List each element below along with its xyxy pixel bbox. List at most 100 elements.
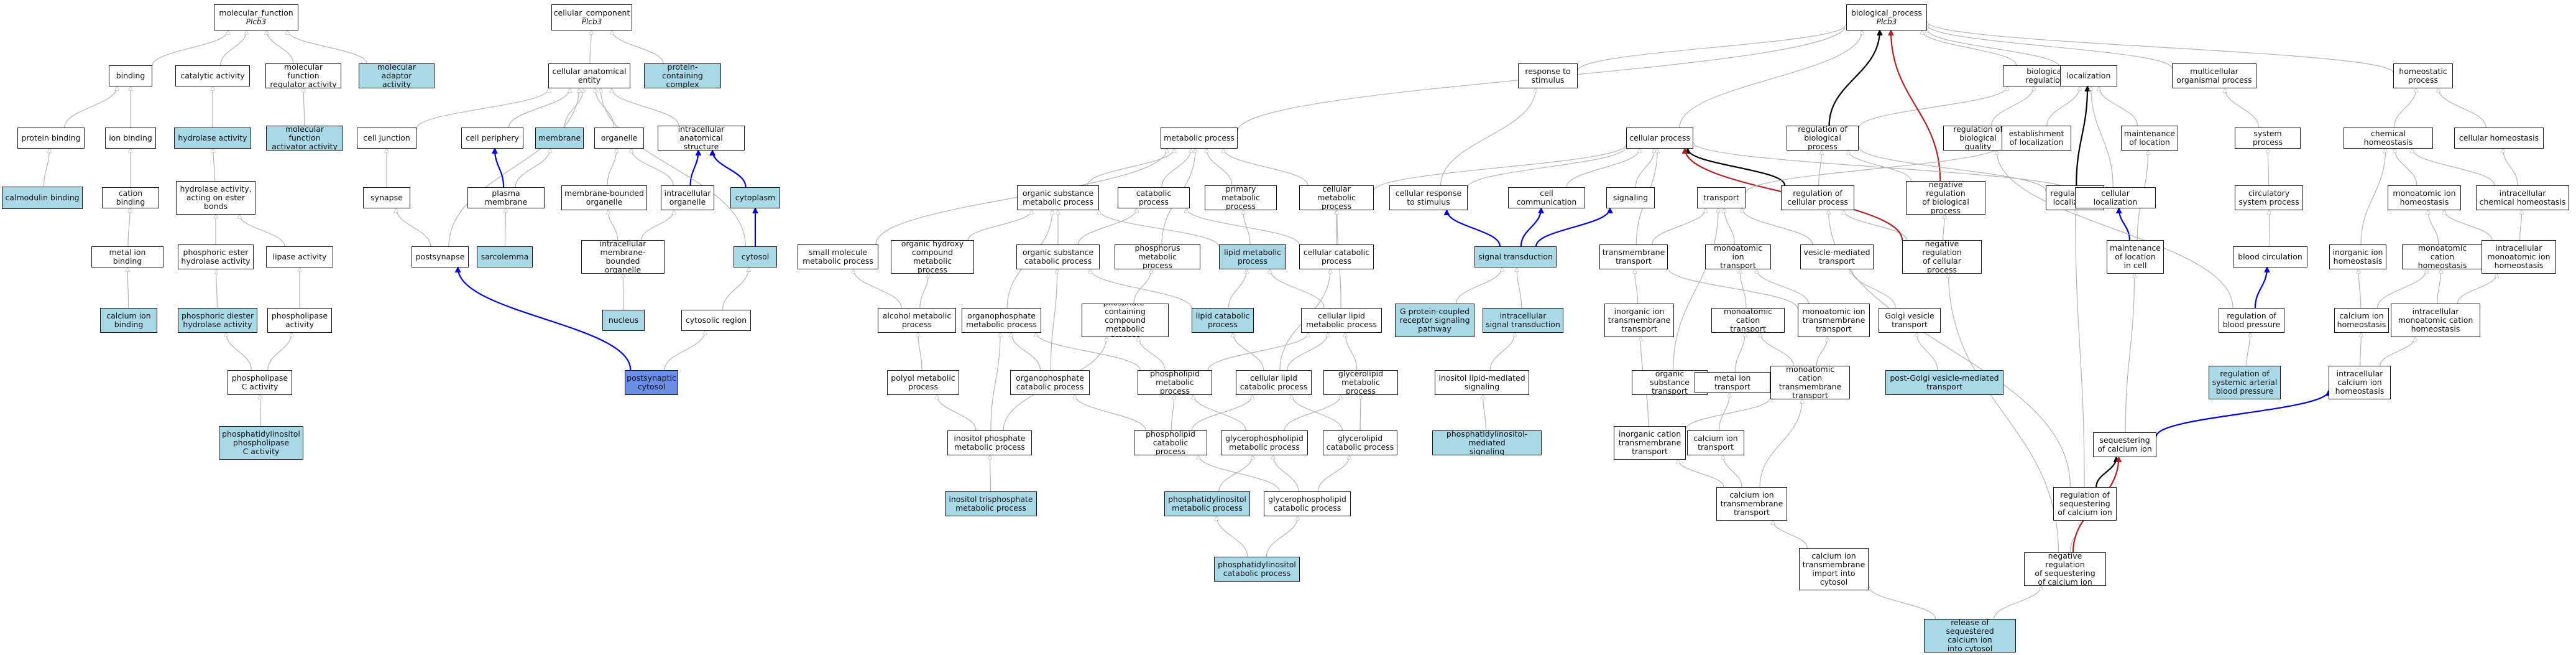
go-term-node-inorganic-ion-homeo[interactable]: inorganic ion homeostasis bbox=[2329, 244, 2386, 269]
go-term-node-calcium-ion-homeo[interactable]: calcium ion homeostasis bbox=[2334, 308, 2389, 333]
go-term-node-intracellular-as[interactable]: intracellular anatomical structure bbox=[658, 126, 745, 151]
go-term-node-monoatomic-cation-tm[interactable]: monoatomic cation transmembrane transpor… bbox=[1770, 366, 1850, 399]
go-term-node-postsynapse[interactable]: postsynapse bbox=[412, 246, 469, 267]
go-term-node-organelle[interactable]: organelle bbox=[594, 128, 644, 149]
go-term-node-plasma-membrane[interactable]: plasma membrane bbox=[467, 187, 545, 208]
go-term-node-membrane-bounded-org[interactable]: membrane-bounded organelle bbox=[561, 185, 647, 210]
go-term-node-intracellular-ca-homeo[interactable]: intracellular calcium ion homeostasis bbox=[2329, 366, 2391, 399]
go-term-node-neg-reg-seq-ca[interactable]: negative regulation of sequestering of c… bbox=[2024, 552, 2106, 586]
go-term-node-catabolic[interactable]: catabolic process bbox=[1118, 187, 1190, 208]
go-term-node-nucleus[interactable]: nucleus bbox=[602, 310, 645, 331]
go-term-node-chemical-homeostasis[interactable]: chemical homeostasis bbox=[2344, 128, 2433, 149]
go-term-node-vesicle-transport[interactable]: vesicle-mediated transport bbox=[1800, 244, 1874, 269]
go-term-node-membrane[interactable]: membrane bbox=[535, 128, 584, 149]
go-term-node-gpcr[interactable]: G protein-coupled receptor signaling pat… bbox=[1395, 304, 1474, 337]
go-term-node-gpl-met[interactable]: glycerophospholipid metabolic process bbox=[1221, 430, 1308, 455]
go-term-node-phospholipid-met[interactable]: phospholipid metabolic process bbox=[1138, 370, 1212, 395]
go-term-node-ip3-met[interactable]: inositol trisphosphate metabolic process bbox=[945, 491, 1037, 516]
go-term-node-metal-ion-transport[interactable]: metal ion transport bbox=[1695, 372, 1770, 393]
go-term-node-small-mol-met[interactable]: small molecule metabolic process bbox=[798, 244, 878, 269]
go-term-node-intracellular-org[interactable]: intracellular organelle bbox=[661, 185, 714, 210]
go-term-node-neg-reg-cell[interactable]: negative regulation of cellular process bbox=[1902, 240, 1982, 274]
go-term-node-reg-cell-process[interactable]: regulation of cellular process bbox=[1781, 185, 1854, 210]
go-term-node-calcium-ion-transport[interactable]: calcium ion transport bbox=[1687, 430, 1744, 455]
go-term-node-cytosolic-region[interactable]: cytosolic region bbox=[681, 310, 751, 331]
go-term-node-organophosphate-met[interactable]: organophosphate metabolic process bbox=[962, 308, 1041, 333]
go-term-node-inorg-cation-tm[interactable]: inorganic cation transmembrane transport bbox=[1614, 426, 1686, 460]
go-term-node-postsynaptic-cytosol[interactable]: postsynaptic cytosol bbox=[625, 370, 678, 395]
go-term-node-neg-reg-bio[interactable]: negative regulation of biological proces… bbox=[1906, 181, 1985, 215]
go-term-node-monoatomic-ion-tm[interactable]: monoatomic ion transmembrane transport bbox=[1798, 304, 1870, 337]
go-term-node-cellular-loc[interactable]: cellular localization bbox=[2075, 187, 2156, 208]
go-term-node-primary-met[interactable]: primary metabolic process bbox=[1205, 185, 1277, 210]
go-term-node-monoatomic-ion-transport[interactable]: monoatomic ion transport bbox=[1705, 244, 1771, 269]
go-term-node-intracellular-mbo[interactable]: intracellular membrane-bounded organelle bbox=[581, 240, 665, 274]
go-term-node-cation-binding[interactable]: cation binding bbox=[102, 187, 159, 208]
go-term-node-signal-transduction[interactable]: signal transduction bbox=[1474, 246, 1557, 267]
go-term-node-mol-adaptor[interactable]: molecular adaptor activity bbox=[359, 63, 435, 88]
go-term-node-pi-cat[interactable]: phosphatidylinositol catabolic process bbox=[1214, 557, 1300, 582]
go-term-node-alcohol-met[interactable]: alcohol metabolic process bbox=[878, 308, 956, 333]
go-term-node-signaling[interactable]: signaling bbox=[1606, 187, 1655, 208]
go-term-node-cellular-lipid-cat[interactable]: cellular lipid catabolic process bbox=[1236, 370, 1312, 395]
go-term-node-phospholipid-cat[interactable]: phospholipid catabolic process bbox=[1134, 430, 1207, 455]
go-term-node-glycerolipid-cat[interactable]: glycerolipid catabolic process bbox=[1323, 430, 1397, 455]
go-term-node-intracellular-mono-cation-homeo[interactable]: intracellular monoatomic cation homeosta… bbox=[2391, 304, 2480, 337]
go-term-node-ca-tm-import-cytosol[interactable]: calcium ion transmembrane import into cy… bbox=[1799, 548, 1869, 590]
go-term-node-hydro-ester[interactable]: hydrolase activity, acting on ester bond… bbox=[176, 181, 255, 215]
go-term-node-protein-complex[interactable]: protein-containing complex bbox=[644, 63, 721, 88]
go-term-node-cell-resp-stimulus[interactable]: cellular response to stimulus bbox=[1389, 185, 1468, 210]
go-term-node-mf-reg[interactable]: molecular function regulator activity bbox=[265, 63, 341, 88]
go-term-node-cellular-process[interactable]: cellular process bbox=[1626, 128, 1693, 149]
go-term-node-gpl-cat[interactable]: glycerophospholipid catabolic process bbox=[1264, 491, 1351, 516]
go-term-node-reg-bio-process[interactable]: regulation of biological process bbox=[1787, 126, 1859, 151]
go-term-node-blood-circulation[interactable]: blood circulation bbox=[2233, 246, 2307, 267]
go-term-node-polyol-met[interactable]: polyol metabolic process bbox=[887, 370, 959, 395]
go-term-node-cell-junction[interactable]: cell junction bbox=[357, 128, 416, 149]
go-term-node-org-sub-cat[interactable]: organic substance catabolic process bbox=[1016, 244, 1100, 269]
go-term-node-org-hydroxy-met[interactable]: organic hydroxy compound metabolic proce… bbox=[891, 240, 974, 274]
go-term-node-pi-met[interactable]: phosphatidylinositol metabolic process bbox=[1164, 491, 1250, 516]
go-term-node-homeostatic[interactable]: homeostatic process bbox=[2393, 63, 2453, 88]
go-term-node-lipase[interactable]: lipase activity bbox=[266, 246, 333, 267]
go-term-node-lipid-cat[interactable]: lipid catabolic process bbox=[1192, 308, 1254, 333]
go-term-node-reg-sys-arterial-bp[interactable]: regulation of systemic arterial blood pr… bbox=[2209, 366, 2281, 399]
go-term-node-intracellular-mono-ion-homeo[interactable]: intracellular monoatomic ion homeostasis bbox=[2482, 240, 2556, 274]
go-term-node-cell-periphery[interactable]: cell periphery bbox=[461, 128, 523, 149]
go-term-node-ion-binding[interactable]: ion binding bbox=[105, 128, 156, 149]
go-term-node-tm-transport[interactable]: transmembrane transport bbox=[1599, 244, 1668, 269]
go-term-node-system-process[interactable]: system process bbox=[2235, 128, 2301, 149]
go-term-node-localization[interactable]: localization bbox=[2060, 65, 2117, 86]
go-term-node-lipid-met[interactable]: lipid metabolic process bbox=[1219, 244, 1286, 269]
go-term-node-seq-ca[interactable]: sequestering of calcium ion bbox=[2093, 432, 2156, 457]
go-term-node-cae[interactable]: cellular anatomical entity bbox=[548, 63, 630, 88]
go-term-node-pi-plc[interactable]: phosphatidylinositol phospholipase C act… bbox=[219, 426, 303, 460]
go-term-node-cell-comm[interactable]: cell communication bbox=[1508, 187, 1585, 208]
go-term-node-metabolic[interactable]: metabolic process bbox=[1161, 128, 1238, 149]
go-term-node-post-golgi[interactable]: post-Golgi vesicle-mediated transport bbox=[1885, 370, 2003, 395]
go-term-node-inorg-ion-tm[interactable]: inorganic ion transmembrane transport bbox=[1604, 304, 1674, 337]
go-term-node-synapse[interactable]: synapse bbox=[363, 187, 410, 208]
go-term-node-inositol-phosphate-met[interactable]: inositol phosphate metabolic process bbox=[947, 430, 1032, 455]
go-term-node-cellular-met[interactable]: cellular metabolic process bbox=[1299, 185, 1374, 210]
go-term-node-reg-blood-pressure[interactable]: regulation of blood pressure bbox=[2219, 308, 2284, 333]
go-term-node-intracellular-st[interactable]: intracellular signal transduction bbox=[1483, 308, 1563, 333]
go-term-node-phosphate-cmp-met[interactable]: phosphate-containing compound metabolic … bbox=[1082, 304, 1169, 337]
go-term-node-calcium-ion-binding[interactable]: calcium ion binding bbox=[100, 308, 157, 333]
go-term-node-binding[interactable]: binding bbox=[109, 65, 152, 86]
go-term-node-metal-ion-binding[interactable]: metal ion binding bbox=[91, 246, 163, 267]
go-term-node-multicellular[interactable]: multicellular organismal process bbox=[2172, 63, 2256, 88]
go-term-node-golgi-vesicle[interactable]: Golgi vesicle transport bbox=[1879, 308, 1941, 333]
go-term-node-monoatomic-ion-homeo[interactable]: monoatomic ion homeostasis bbox=[2388, 185, 2461, 210]
go-term-node-sarcolemma[interactable]: sarcolemma bbox=[477, 246, 533, 267]
go-term-node-inositol-lipid-sig[interactable]: inositol lipid-mediated signaling bbox=[1435, 370, 1529, 395]
go-term-node-reg-bio-quality[interactable]: regulation of biological quality bbox=[1943, 126, 2013, 151]
go-term-node-pi-sig[interactable]: phosphatidylinositol-mediated signaling bbox=[1432, 430, 1542, 455]
go-term-node-cellular-lipid-met[interactable]: cellular lipid metabolic process bbox=[1301, 308, 1382, 333]
go-term-node-phospholipase-c[interactable]: phospholipase C activity bbox=[228, 370, 292, 395]
go-term-node-establish-loc[interactable]: establishment of localization bbox=[2002, 126, 2071, 151]
go-term-node-catalytic[interactable]: catalytic activity bbox=[175, 65, 250, 86]
